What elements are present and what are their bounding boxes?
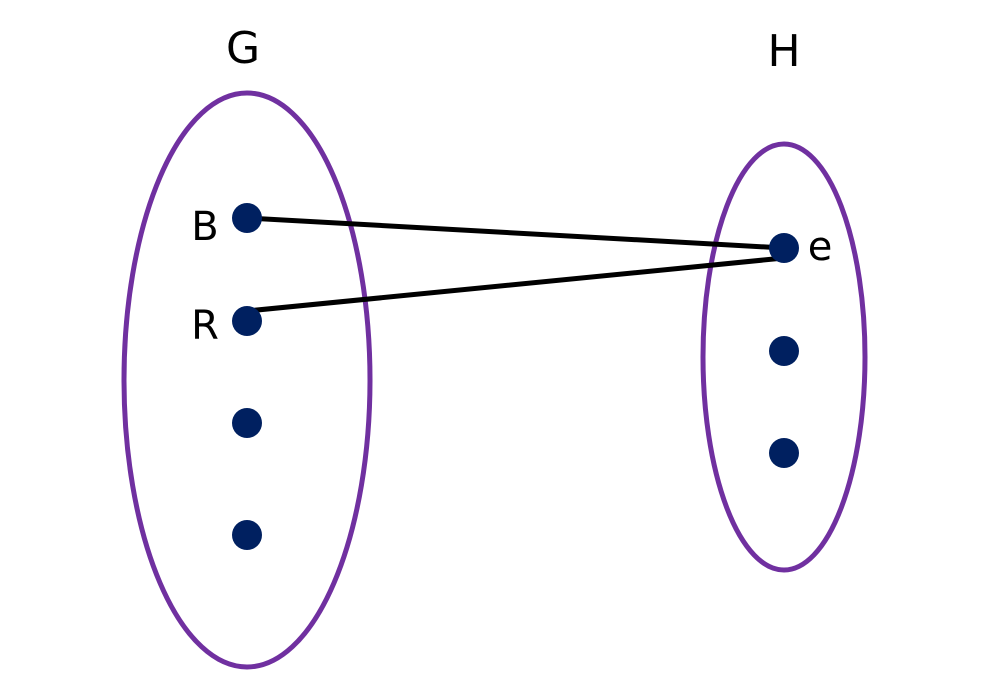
node-g-3 xyxy=(232,408,262,438)
node-b-label: B xyxy=(191,204,218,250)
node-e xyxy=(769,233,799,263)
edge-b-to-e xyxy=(244,215,787,251)
set-h-nodes: e xyxy=(769,224,832,468)
set-g-label: G xyxy=(226,23,260,74)
set-g: G xyxy=(121,23,373,670)
node-h-3 xyxy=(769,438,799,468)
set-g-ellipse xyxy=(121,90,373,670)
edges xyxy=(244,215,787,314)
edge-r-to-e xyxy=(244,255,787,314)
node-r-label: R xyxy=(191,303,219,349)
set-g-nodes: B R xyxy=(191,203,262,550)
set-h-ellipse xyxy=(700,141,868,573)
node-g-4 xyxy=(232,520,262,550)
node-e-label: e xyxy=(808,224,833,270)
node-b xyxy=(232,203,262,233)
node-r xyxy=(232,306,262,336)
set-h-label: H xyxy=(767,26,800,77)
set-h: H xyxy=(700,26,868,573)
node-h-2 xyxy=(769,336,799,366)
